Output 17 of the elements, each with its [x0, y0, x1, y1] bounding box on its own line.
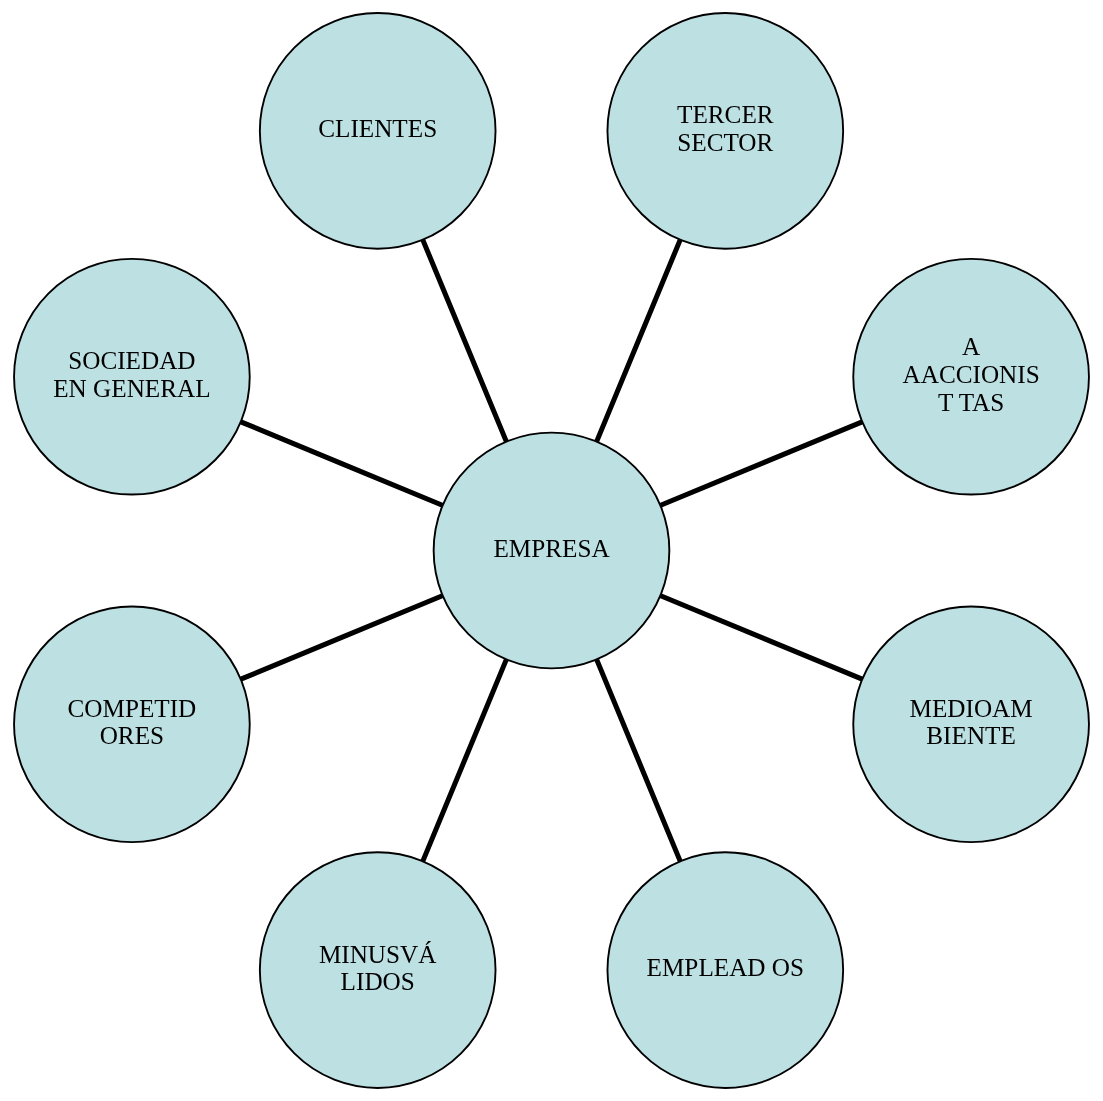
connector [239, 419, 444, 508]
connector [239, 593, 444, 682]
connector [420, 658, 509, 863]
node-circle: EMPLEAD OS [606, 851, 845, 1089]
node-circle: MEDIOAM BIENTE [852, 605, 1090, 844]
node-circle: COMPETID ORES [13, 605, 251, 844]
connector [594, 238, 683, 443]
node-circle: MINUSVÁ LIDOS [258, 851, 497, 1089]
connector [659, 419, 864, 508]
node-circle: CLIENTES [258, 12, 497, 250]
node-circle: TERCER SECTOR [606, 12, 845, 250]
connector [659, 593, 864, 682]
connector [420, 238, 509, 443]
connector [594, 658, 683, 863]
node-circle: EMPRESA [432, 431, 671, 670]
node-circle: A AACCIONIS T TAS [852, 257, 1090, 496]
node-circle: SOCIEDAD EN GENERAL [13, 257, 251, 496]
